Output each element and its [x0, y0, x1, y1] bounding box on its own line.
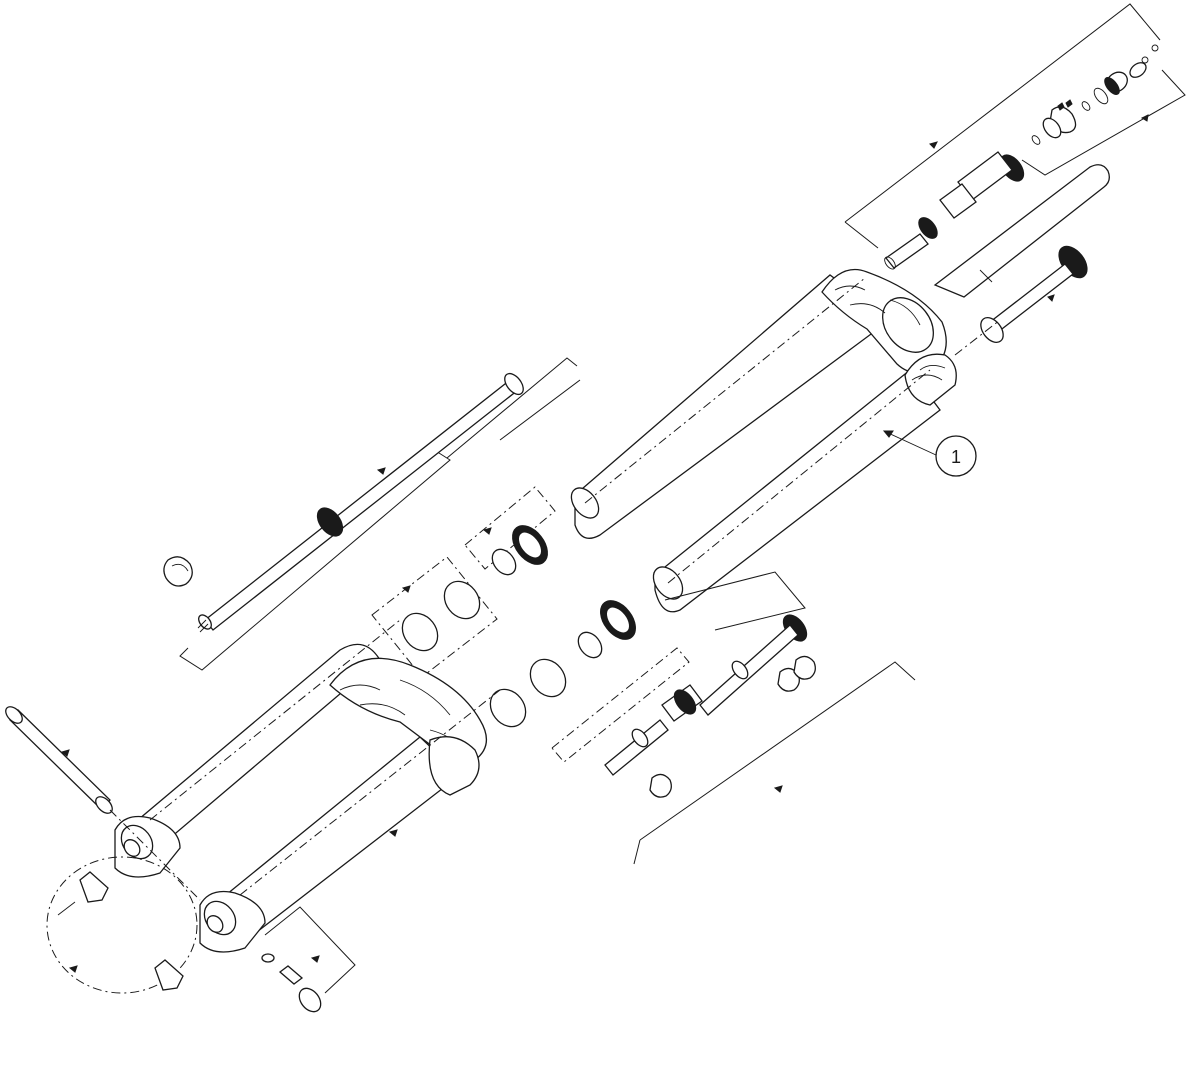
air-spring-assembly [163, 357, 581, 671]
knob-dial [1031, 99, 1077, 145]
left-dropout [114, 815, 181, 878]
thru-axle [5, 706, 201, 901]
damper-cartridge [884, 151, 1025, 270]
bottom-valve-parts [261, 906, 356, 1013]
upper-tube-assembly [570, 164, 1110, 613]
seal-bushing-brackets [371, 486, 916, 865]
clip-part [163, 556, 193, 587]
callout-1: 1 [882, 430, 977, 477]
hub-adapter-detail [46, 856, 198, 994]
right-dropout [199, 890, 266, 953]
damper-cartridge-parts [884, 44, 1159, 270]
callout-1-label: 1 [951, 447, 961, 467]
damper-internals [604, 614, 816, 798]
damper-assembly-bracket [844, 3, 1186, 249]
fork-crown [821, 268, 957, 406]
spring-shaft-parts [954, 245, 1088, 356]
seals-and-bushings [401, 525, 636, 728]
lower-leg-assembly [114, 619, 501, 953]
top-cap-stack [1081, 44, 1159, 111]
